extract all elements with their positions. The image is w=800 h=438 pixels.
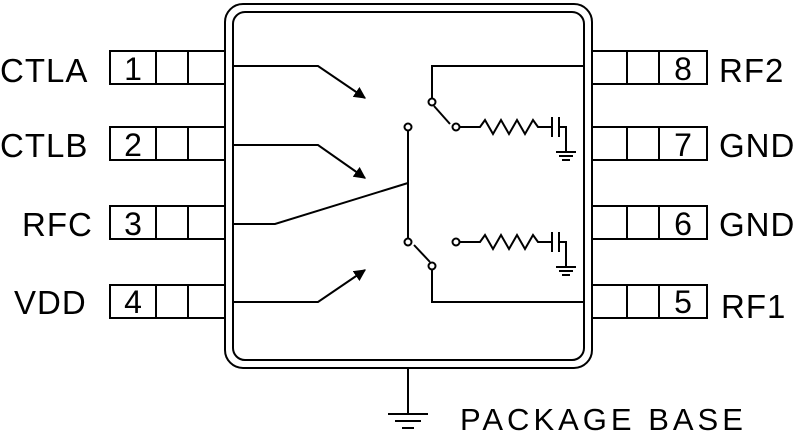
pin-name-ctla: CTLA bbox=[0, 52, 88, 89]
pin-number-8: 8 bbox=[674, 51, 692, 87]
rf2-termination-node bbox=[451, 122, 461, 132]
pin-number-4: 4 bbox=[124, 284, 142, 320]
pin-left-1: CTLA 1 bbox=[0, 50, 226, 89]
vdd-control-arrow bbox=[233, 269, 366, 303]
rf2-line bbox=[431, 65, 584, 98]
pin-left-4: VDD 4 bbox=[14, 284, 226, 321]
pin-right-6: 6 GND bbox=[591, 205, 795, 243]
ground-icon bbox=[388, 413, 428, 429]
pin-left-2: CTLB 2 bbox=[0, 126, 226, 164]
rf2-switch-blade bbox=[433, 105, 451, 125]
ctlb-control-arrow bbox=[233, 144, 366, 179]
pin-right-5: 5 RF1 bbox=[591, 284, 786, 325]
pin-left-3: RFC 3 bbox=[22, 205, 226, 243]
rf1-line bbox=[431, 270, 584, 303]
rf2-termination-resistor bbox=[460, 117, 552, 137]
common-node-bottom bbox=[403, 237, 413, 247]
common-node-top bbox=[403, 122, 413, 132]
pin-right-7: 7 GND bbox=[591, 126, 795, 164]
ground-icon bbox=[556, 266, 576, 276]
package-inner-outline bbox=[232, 11, 585, 361]
ctla-control-arrow bbox=[233, 65, 366, 99]
package-base-label: PACKAGE BASE bbox=[460, 402, 747, 437]
rfc-line bbox=[233, 182, 409, 225]
pin-name-rf1: RF1 bbox=[721, 288, 786, 325]
pin-number-5: 5 bbox=[674, 284, 692, 320]
pin-number-6: 6 bbox=[674, 206, 692, 242]
pin-number-3: 3 bbox=[124, 206, 142, 242]
pin-name-ctlb: CTLB bbox=[0, 127, 88, 164]
pin-number-7: 7 bbox=[674, 127, 692, 163]
pin-number-1: 1 bbox=[124, 51, 142, 87]
rf2-switch-contact bbox=[427, 97, 437, 107]
pin-name-vdd: VDD bbox=[14, 284, 87, 321]
rf1-termination-node bbox=[451, 237, 461, 247]
pin-right-8: 8 RF2 bbox=[591, 50, 784, 89]
rf1-termination-resistor bbox=[460, 232, 552, 252]
pin-name-rfc: RFC bbox=[22, 206, 93, 243]
pin-number-2: 2 bbox=[124, 127, 142, 163]
internal-circuit bbox=[233, 65, 584, 303]
rf1-switch-contact bbox=[427, 261, 437, 271]
pin-name-gnd-6: GND bbox=[719, 206, 795, 243]
rf1-switch-blade bbox=[413, 244, 431, 263]
pin-name-rf2: RF2 bbox=[719, 52, 784, 89]
ground-icon bbox=[556, 151, 576, 161]
pin-name-gnd-7: GND bbox=[719, 127, 795, 164]
